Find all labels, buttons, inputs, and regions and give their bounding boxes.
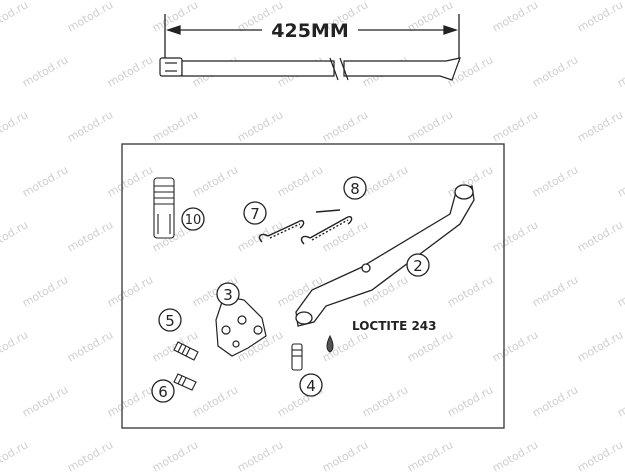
callout-5: 5 <box>165 312 175 330</box>
callout-10: 10 <box>185 213 202 228</box>
callout-2: 2 <box>413 257 423 275</box>
parts-frame <box>121 143 505 429</box>
part-8-spring <box>300 209 353 245</box>
callout-6: 6 <box>158 383 168 401</box>
rod-drawing <box>159 57 461 81</box>
callout-2-circle <box>406 253 430 277</box>
part-4-pin <box>291 343 303 371</box>
dimension-label: 425MM <box>271 20 348 42</box>
callout-8: 8 <box>350 180 360 198</box>
callout-3-circle <box>216 282 240 306</box>
part-7-spring <box>258 219 305 243</box>
part-2-stand-leg <box>295 184 475 327</box>
callout-7-circle <box>243 201 267 225</box>
callout-8-circle <box>343 176 367 200</box>
callout-3: 3 <box>223 286 233 304</box>
loctite-note: LOCTITE 243 <box>352 319 437 333</box>
part-3-bracket <box>215 295 267 357</box>
callout-10-circle <box>181 207 205 231</box>
callout-6-circle <box>151 379 175 403</box>
callout-5-circle <box>158 308 182 332</box>
callout-7: 7 <box>250 205 260 223</box>
loctite-drop-icon <box>326 334 334 353</box>
part-5-bolt <box>173 341 199 361</box>
callout-4: 4 <box>306 377 316 395</box>
part-10-sleeve <box>153 177 175 239</box>
dimension-425mm <box>164 14 460 62</box>
part-6-bolt <box>173 373 197 391</box>
callout-4-circle <box>299 373 323 397</box>
